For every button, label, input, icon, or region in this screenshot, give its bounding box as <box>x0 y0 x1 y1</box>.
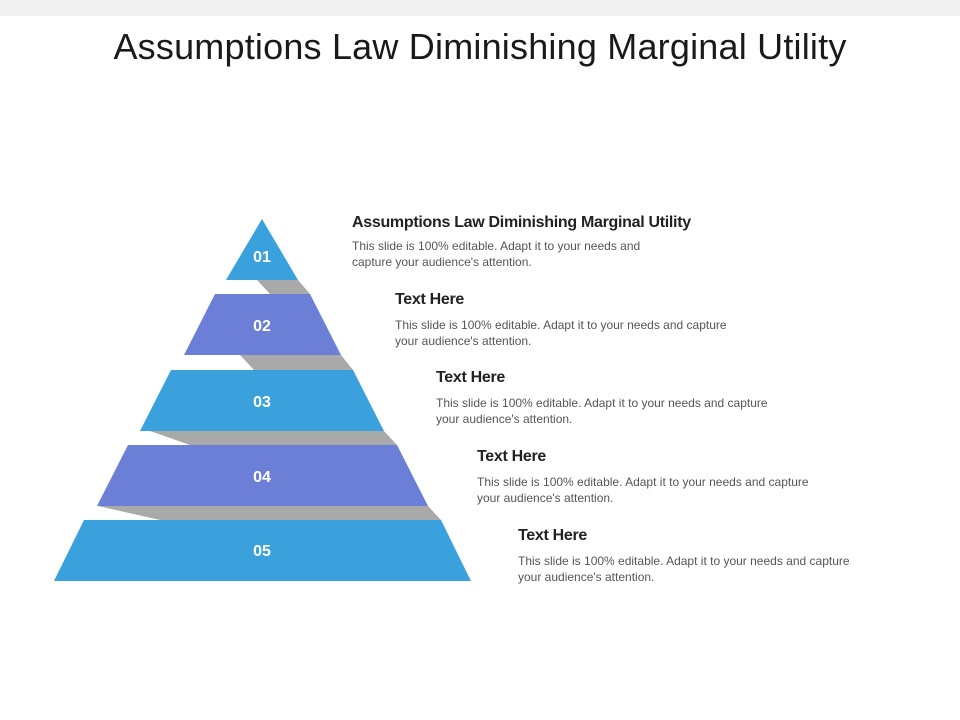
connector-band-3 <box>150 431 397 445</box>
pyramid-level-4[interactable] <box>97 445 428 506</box>
callout-body-line: capture your audience's attention. <box>352 255 532 269</box>
callout-level-5: Text Here This slide is 100% editable. A… <box>518 527 850 585</box>
pyramid-level-1[interactable] <box>226 219 298 280</box>
callout-body: This slide is 100% editable. Adapt it to… <box>395 317 727 349</box>
callout-heading: Text Here <box>436 369 506 386</box>
pyramid-level-2[interactable] <box>184 294 341 355</box>
callout-heading: Text Here <box>477 448 547 465</box>
callout-level-4: Text Here This slide is 100% editable. A… <box>477 448 809 506</box>
level-number-1: 01 <box>253 249 271 266</box>
page-title: Assumptions Law Diminishing Marginal Uti… <box>113 26 847 67</box>
top-strip <box>0 0 960 16</box>
callout-body-line: your audience's attention. <box>436 412 573 426</box>
level-number-3: 03 <box>253 394 271 411</box>
callout-level-1: Assumptions Law Diminishing Marginal Uti… <box>352 214 691 270</box>
callout-body: This slide is 100% editable. Adapt it to… <box>477 474 809 506</box>
callout-heading: Assumptions Law Diminishing Marginal Uti… <box>352 214 691 231</box>
callout-body-line: This slide is 100% editable. Adapt it to… <box>436 396 768 410</box>
callout-body-line: your audience's attention. <box>395 334 532 348</box>
callout-level-3: Text Here This slide is 100% editable. A… <box>436 369 768 427</box>
callout-body-line: your audience's attention. <box>518 570 655 584</box>
callout-heading: Text Here <box>518 527 588 544</box>
callout-body-line: This slide is 100% editable. Adapt it to… <box>395 318 727 332</box>
level-number-2: 02 <box>253 318 271 335</box>
callout-level-2: Text Here This slide is 100% editable. A… <box>395 291 727 349</box>
callout-body-line: This slide is 100% editable. Adapt it to… <box>518 554 850 568</box>
pyramid-level-5[interactable] <box>54 520 471 581</box>
callout-body-line: This slide is 100% editable. Adapt it to… <box>352 239 641 253</box>
connector-band-1 <box>257 280 310 294</box>
connector-band-4 <box>98 506 441 520</box>
pyramid-level-3[interactable] <box>140 370 384 431</box>
callout-body-line: your audience's attention. <box>477 491 614 505</box>
callout-body: This slide is 100% editable. Adapt it to… <box>518 553 850 585</box>
connector-band-2 <box>240 355 353 370</box>
level-number-4: 04 <box>253 469 271 486</box>
level-number-5: 05 <box>253 543 271 560</box>
callout-body: This slide is 100% editable. Adapt it to… <box>352 238 691 270</box>
callout-heading: Text Here <box>395 291 465 308</box>
callout-body-line: This slide is 100% editable. Adapt it to… <box>477 475 809 489</box>
callout-body: This slide is 100% editable. Adapt it to… <box>436 395 768 427</box>
